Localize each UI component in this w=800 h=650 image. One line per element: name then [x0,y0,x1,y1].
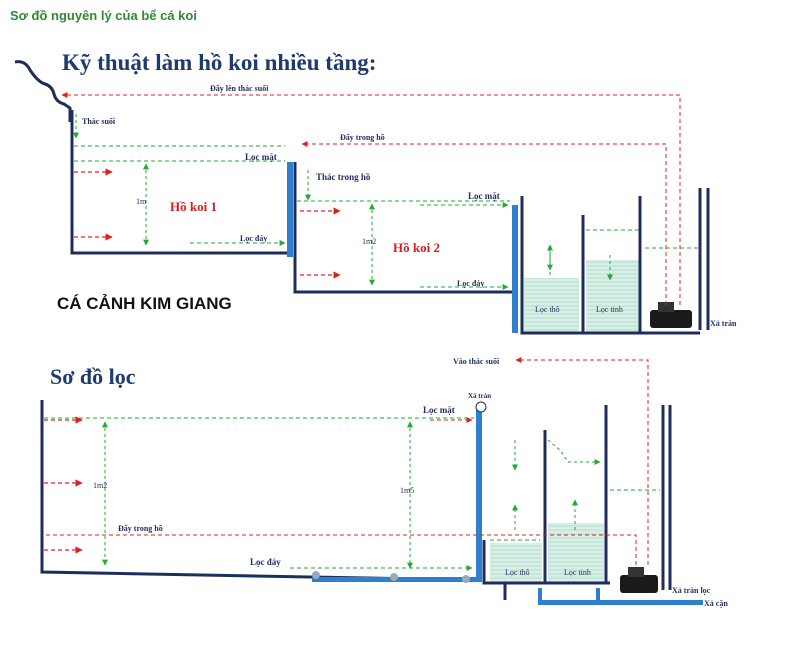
bottom-depth-right: 1m5 [400,486,414,495]
top-loc-tinh-label: Lọc tinh [596,305,623,314]
pond-2: 1m2 Hồ koi 2 Thác trong hồ Lọc mặt Lọc đ… [297,170,518,333]
bottom-return-lines: Vào thác suối [44,357,649,565]
thac-suoi-label: Thác suối [82,117,116,126]
top-xa-tran-label: Xả tràn [710,319,737,328]
loc-mat-1-label: Lọc mặt [245,152,277,162]
bottom-loc-tinh-label: Lọc tinh [564,568,591,577]
top-pump-icon [650,302,692,328]
xa-can-label: Xả cặn [704,599,728,608]
drain-1-icon [312,571,320,579]
bottom-xa-tran-top-label: Xả tràn [468,392,491,400]
ho-koi-2-label: Hồ koi 2 [393,240,440,255]
page-title: Sơ đồ nguyên lý của bể cá koi [10,8,197,23]
top-day-trong-ho-label: Đẩy trong hồ [340,133,385,142]
bottom-filter-system: Lọc thô Lọc tinh Xả tràn lọc Xả cặn [482,405,728,608]
pond-2-filter-wall [512,205,518,333]
bottom-heading: Sơ đồ lọc [50,364,136,389]
brand-label: CÁ CẢNH KIM GIANG [57,294,232,313]
loc-mat-2-label: Lọc mặt [468,191,500,201]
pond-1-filter-wall [287,162,293,257]
depth-2-label: 1m2 [362,237,376,246]
depth-1-label: 1m [136,197,147,206]
ho-koi-1-label: Hồ koi 1 [170,199,217,214]
top-loc-tho-label: Lọc thô [535,305,560,314]
bottom-filter-wall [476,410,482,582]
drain-3-icon [462,575,470,583]
bottom-pump-icon [620,567,658,593]
loc-day-2-label: Lọc đáy [457,279,484,288]
day-len-thac-suoi-label: Đẩy lên thác suối [210,84,269,93]
top-filter-system: Lọc thô Lọc tinh Xả tràn [520,188,737,335]
xa-tran-loc-label: Xả tràn lọc [672,586,711,595]
bottom-diagram: Sơ đồ lọc 1m2 1m5 Lọc mặt Lọc đáy Đẩy tr… [40,357,728,608]
stream-line [14,60,72,122]
bottom-loc-tho-label: Lọc thô [505,568,530,577]
vao-thac-suoi-label: Vào thác suối [453,357,500,366]
bottom-depth-left: 1m2 [93,481,107,490]
drain-2-icon [390,573,398,581]
bottom-day-trong-ho-label: Đẩy trong hồ [118,524,163,533]
sludge-pipe [538,600,703,605]
top-heading: Kỹ thuật làm hồ koi nhiều tầng: [62,50,376,75]
top-diagram: Kỹ thuật làm hồ koi nhiều tầng: 1m Hồ ko… [14,50,737,335]
overflow-icon [475,401,487,413]
loc-day-1-label: Lọc đáy [240,234,267,243]
thac-trong-ho-label: Thác trong hồ [316,172,371,182]
pond-1: 1m Hồ koi 1 Lọc mặt Lọc đáy [70,110,515,294]
bottom-loc-mat-label: Lọc mặt [423,405,455,415]
bottom-loc-day-label: Lọc đáy [250,557,281,567]
top-return-lines: Đẩy lên thác suối Đẩy trong hồ Thác suối [61,84,681,305]
